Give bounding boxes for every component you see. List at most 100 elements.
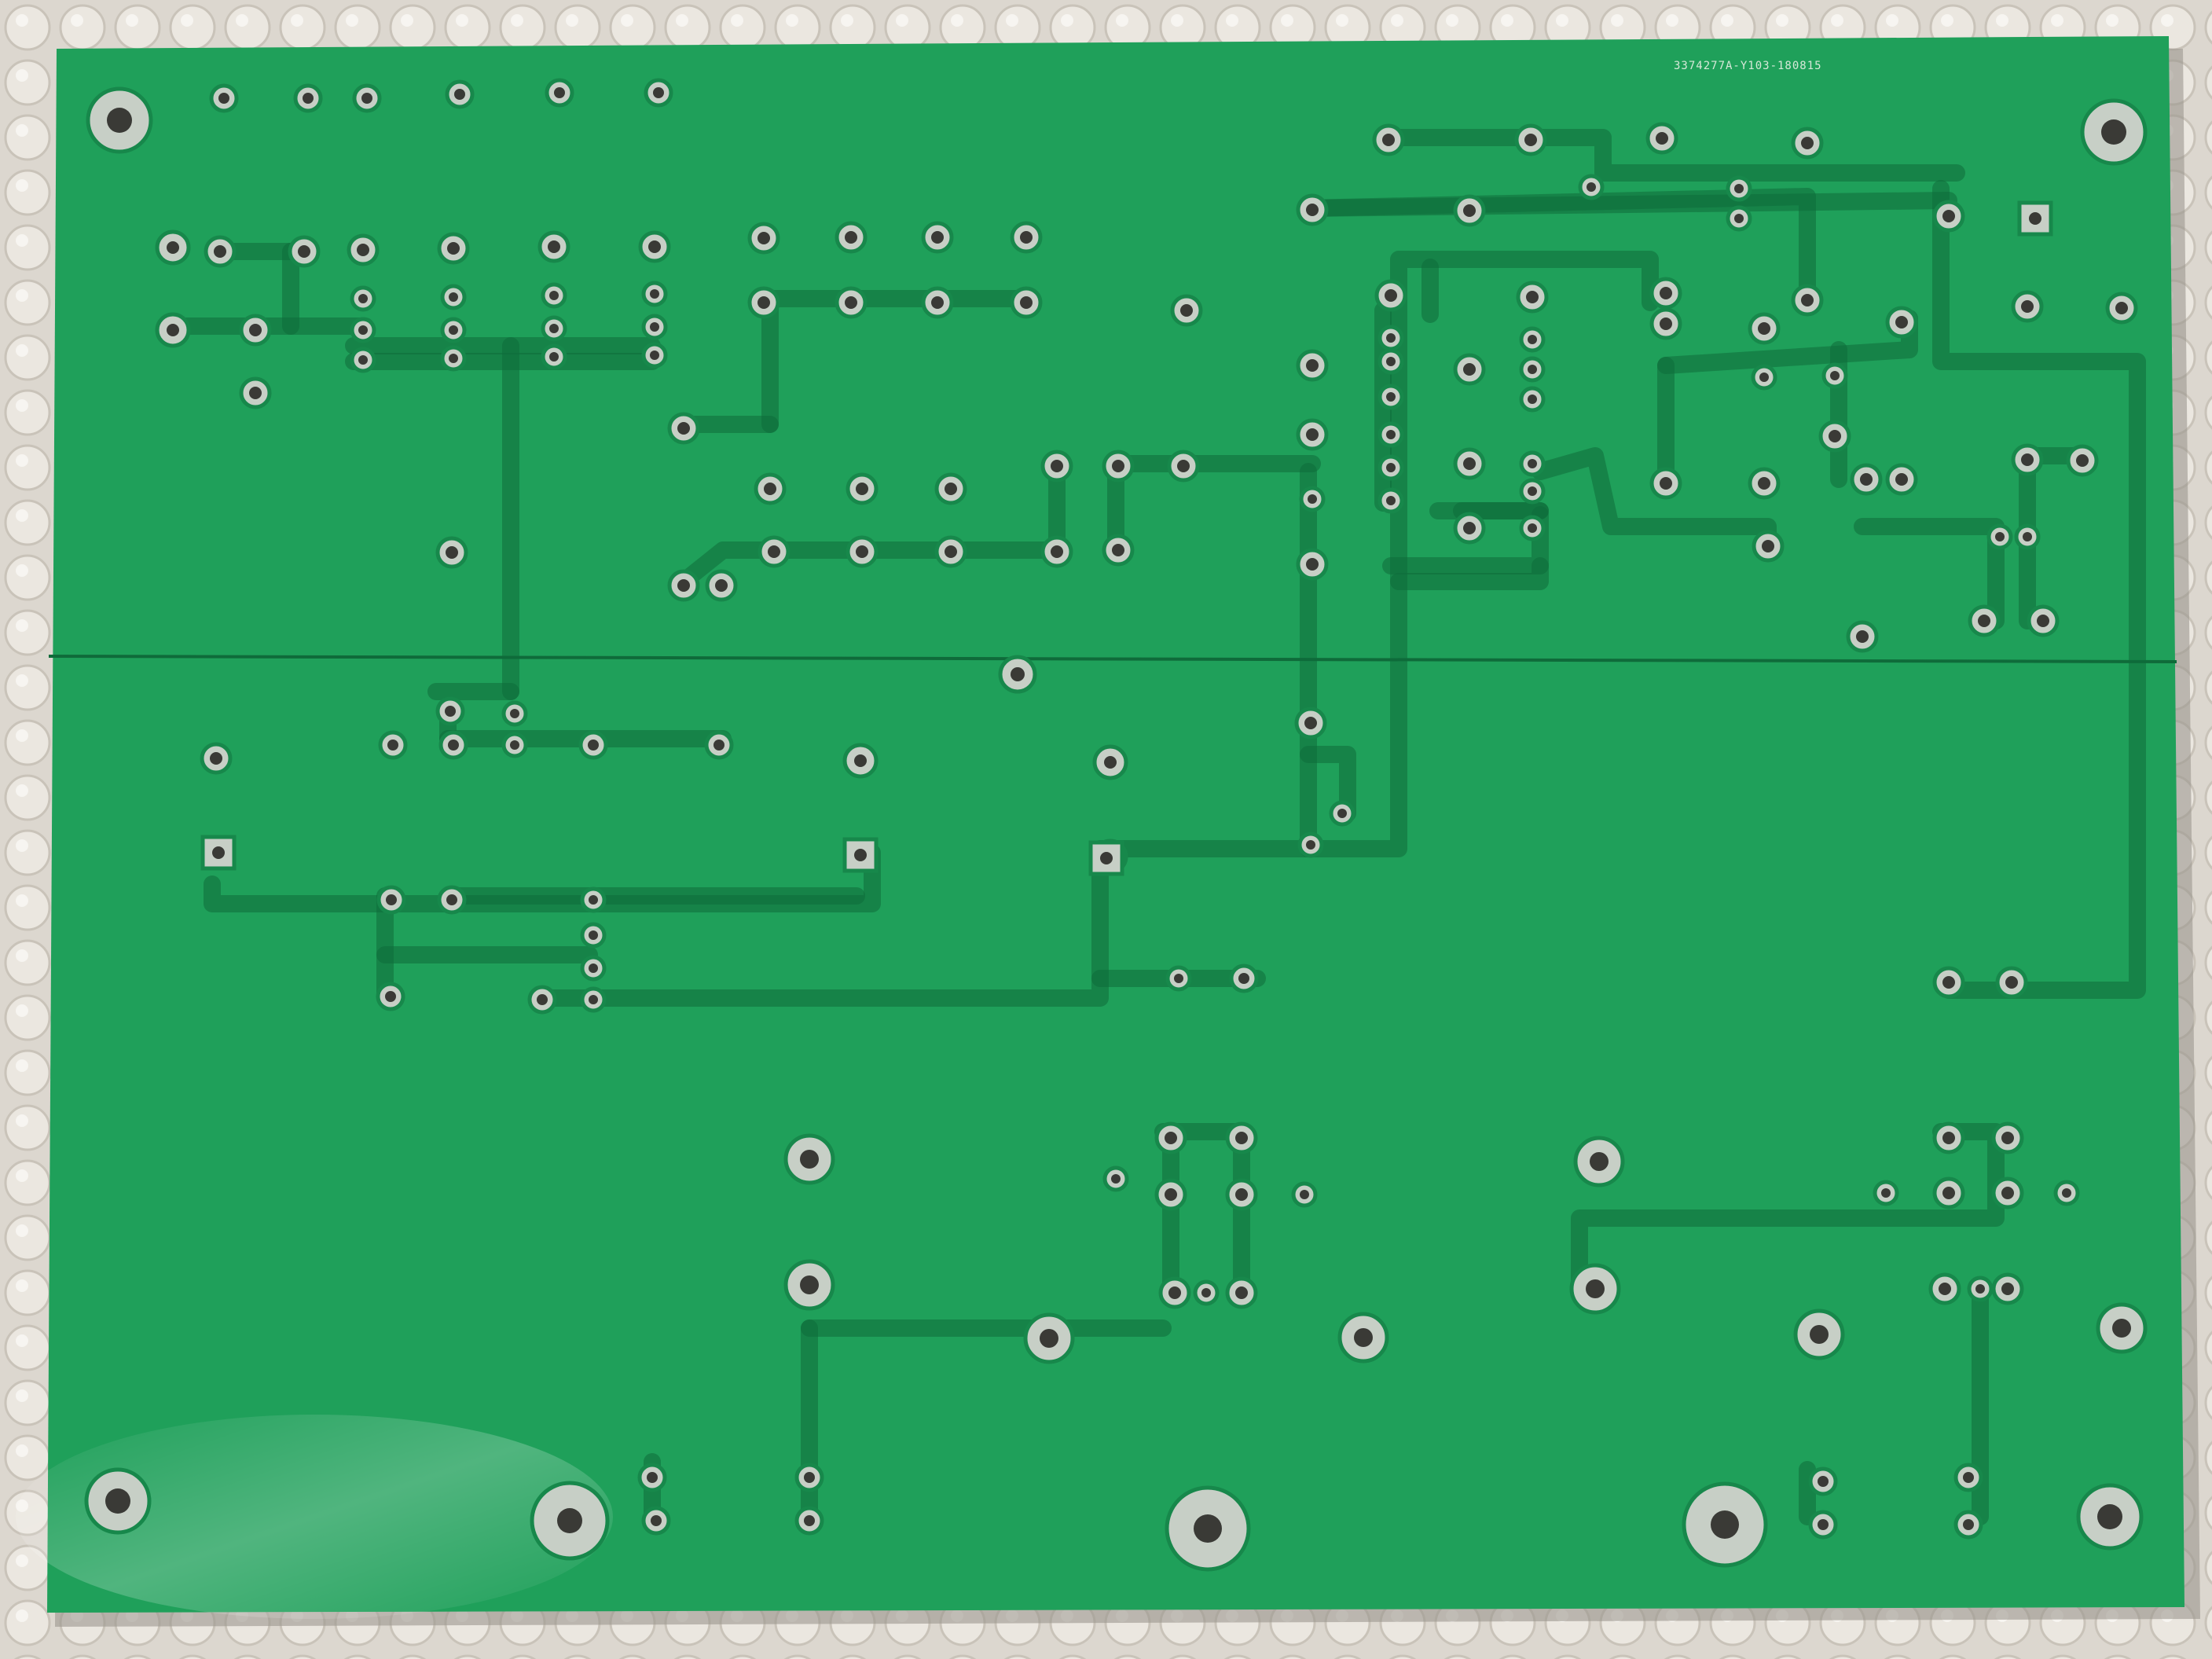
drill-hole	[510, 740, 519, 750]
drill-hole	[1235, 1188, 1248, 1201]
drill-hole	[648, 240, 661, 253]
drill-hole	[1860, 473, 1873, 486]
drill-hole	[1995, 532, 2005, 541]
drill-hole	[677, 422, 690, 435]
drill-hole	[1528, 486, 1537, 496]
drill-hole	[210, 752, 222, 765]
drill-hole	[804, 1472, 815, 1483]
drill-hole	[650, 351, 659, 360]
drill-hole	[715, 579, 728, 592]
drill-hole	[1386, 333, 1396, 343]
drill-hole	[931, 296, 944, 309]
drill-hole	[589, 963, 598, 973]
drill-hole	[510, 709, 519, 718]
drill-hole	[1939, 1283, 1951, 1295]
drill-hole	[298, 245, 310, 258]
drill-hole	[1300, 1190, 1309, 1199]
drill-hole	[588, 740, 599, 751]
drill-hole	[800, 1150, 819, 1169]
drill-hole	[1895, 473, 1908, 486]
drill-hole	[800, 1275, 819, 1294]
copper-trace	[1300, 192, 1957, 217]
drill-hole	[1235, 1132, 1248, 1144]
drill-hole	[1586, 1279, 1605, 1298]
drill-hole	[105, 1488, 130, 1514]
drill-hole	[1524, 134, 1537, 146]
drill-hole	[218, 93, 229, 104]
drill-hole	[1306, 428, 1319, 441]
drill-hole	[445, 706, 456, 717]
drill-hole	[1011, 667, 1025, 681]
drill-hole	[387, 740, 398, 751]
drill-hole	[2005, 976, 2018, 989]
drill-hole	[2001, 1283, 2014, 1295]
solder-pads	[84, 78, 2148, 1572]
drill-hole	[557, 1508, 582, 1533]
drill-hole	[214, 245, 226, 258]
drill-hole	[1201, 1288, 1211, 1297]
drill-hole	[1660, 317, 1672, 330]
drill-hole	[1734, 184, 1744, 193]
drill-hole	[1385, 289, 1397, 302]
drill-hole	[651, 1515, 662, 1526]
drill-hole	[1040, 1329, 1058, 1348]
drill-hole	[1830, 371, 1840, 380]
drill-hole	[653, 87, 664, 98]
copper-trace	[1300, 746, 1356, 822]
drill-hole	[1386, 463, 1396, 472]
drill-hole	[1194, 1514, 1222, 1543]
drill-hole	[358, 294, 368, 303]
drill-hole	[2021, 453, 2034, 466]
drill-hole	[303, 93, 314, 104]
drill-hole	[1051, 545, 1063, 558]
drill-hole	[931, 231, 944, 244]
drill-hole	[167, 241, 179, 254]
drill-hole	[1856, 630, 1869, 643]
drill-hole	[758, 296, 770, 309]
square-pad	[842, 837, 879, 873]
drill-hole	[589, 930, 598, 940]
drill-hole	[1020, 231, 1033, 244]
drill-hole	[2062, 1188, 2071, 1198]
drill-hole	[1895, 316, 1908, 328]
drill-hole	[1386, 357, 1396, 366]
silkscreen-code: 3374277A-Y103-180815	[1674, 60, 1822, 72]
drill-hole	[1306, 840, 1315, 850]
drill-hole	[1758, 477, 1770, 490]
drill-hole	[1104, 756, 1117, 769]
drill-hole	[1165, 1188, 1177, 1201]
drill-hole	[1762, 540, 1774, 552]
drill-hole	[1306, 558, 1319, 571]
drill-hole	[549, 324, 559, 333]
drill-hole	[2021, 300, 2034, 313]
copper-trace	[1374, 129, 1965, 182]
square-pad	[1088, 840, 1124, 876]
drill-hole	[1112, 460, 1124, 472]
drill-hole	[1881, 1188, 1891, 1198]
drill-hole	[1180, 304, 1193, 317]
drill-hole	[2001, 1132, 2014, 1144]
drill-hole	[549, 352, 559, 362]
drill-hole	[1656, 132, 1668, 145]
drill-hole	[1112, 544, 1124, 556]
drill-hole	[1660, 287, 1672, 299]
drill-hole	[1177, 460, 1190, 472]
drill-hole	[1942, 210, 1955, 222]
drill-hole	[1165, 1132, 1177, 1144]
drill-hole	[1528, 395, 1537, 404]
drill-hole	[385, 991, 396, 1002]
drill-hole	[1235, 1286, 1248, 1299]
drill-hole	[1051, 460, 1063, 472]
drill-hole	[449, 292, 458, 302]
drill-hole	[1590, 1152, 1609, 1171]
drill-hole	[2101, 119, 2126, 145]
drill-hole	[454, 89, 465, 100]
drill-hole	[1526, 291, 1539, 303]
copper-trace	[1390, 557, 1549, 590]
drill-hole	[650, 289, 659, 299]
drill-hole	[768, 545, 780, 558]
drill-hole	[1829, 430, 1841, 442]
drill-hole	[845, 296, 857, 309]
drill-hole	[1963, 1519, 1974, 1530]
drill-hole	[1174, 974, 1183, 983]
